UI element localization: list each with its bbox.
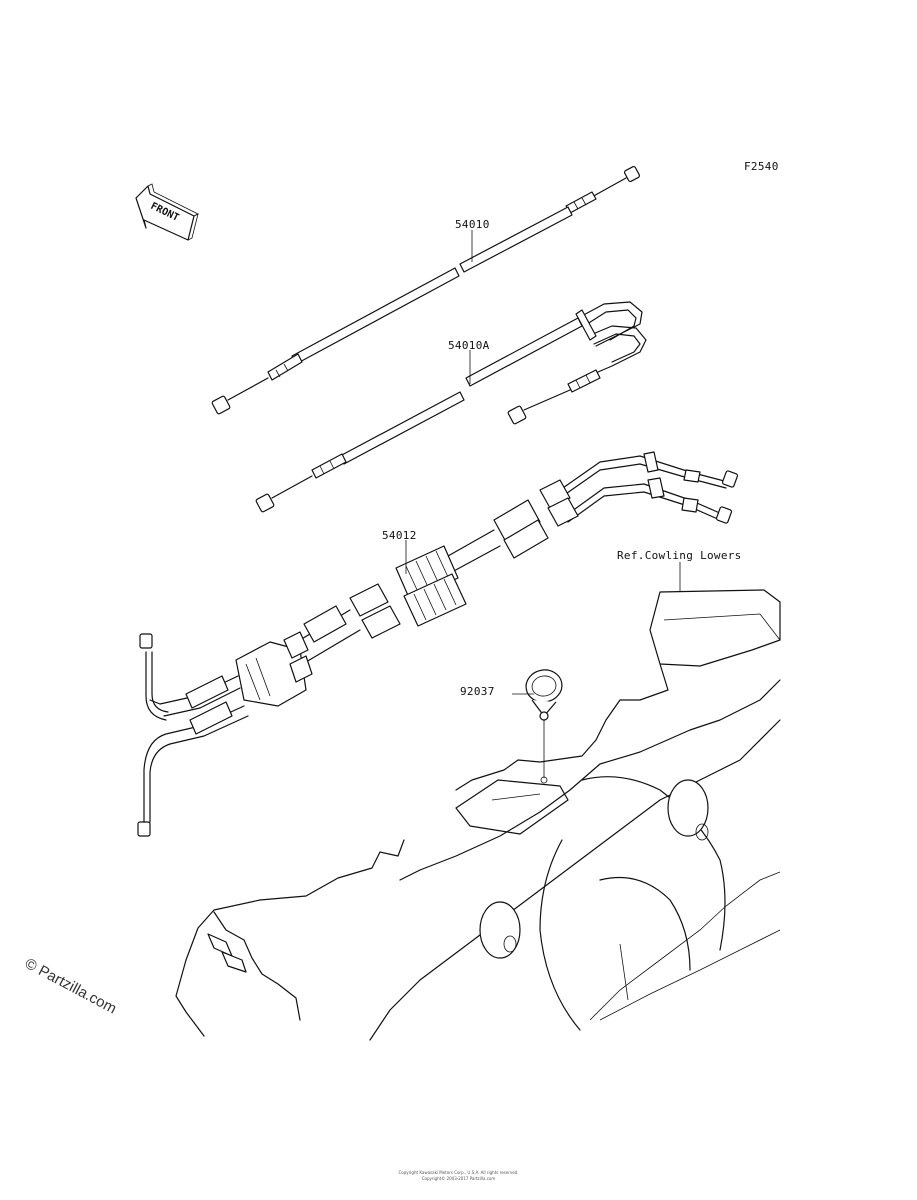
leader-lines: [405, 230, 681, 784]
footer-line-2: Copyright© 2003-2017 Partzilla.com: [421, 1176, 496, 1181]
front-arrow-icon: FRONT: [135, 183, 199, 241]
cable-54010a: [255, 301, 647, 513]
callout-54010: 54010: [455, 218, 490, 231]
callout-92037: 92037: [460, 685, 495, 698]
callout-54012: 54012: [382, 529, 417, 542]
callout-54010a: 54010A: [448, 339, 490, 352]
figure-code: F2540: [744, 160, 779, 173]
cable-54010: [211, 165, 641, 415]
ref-note: Ref.Cowling Lowers: [617, 549, 742, 562]
throttle-cable-54012: [137, 451, 739, 837]
clamp-92037: [525, 669, 563, 721]
cowling-frame-outline: [175, 589, 781, 1041]
footer-line-1: Copyright Kawasaki Motors Corp., U.S.A. …: [398, 1170, 519, 1175]
